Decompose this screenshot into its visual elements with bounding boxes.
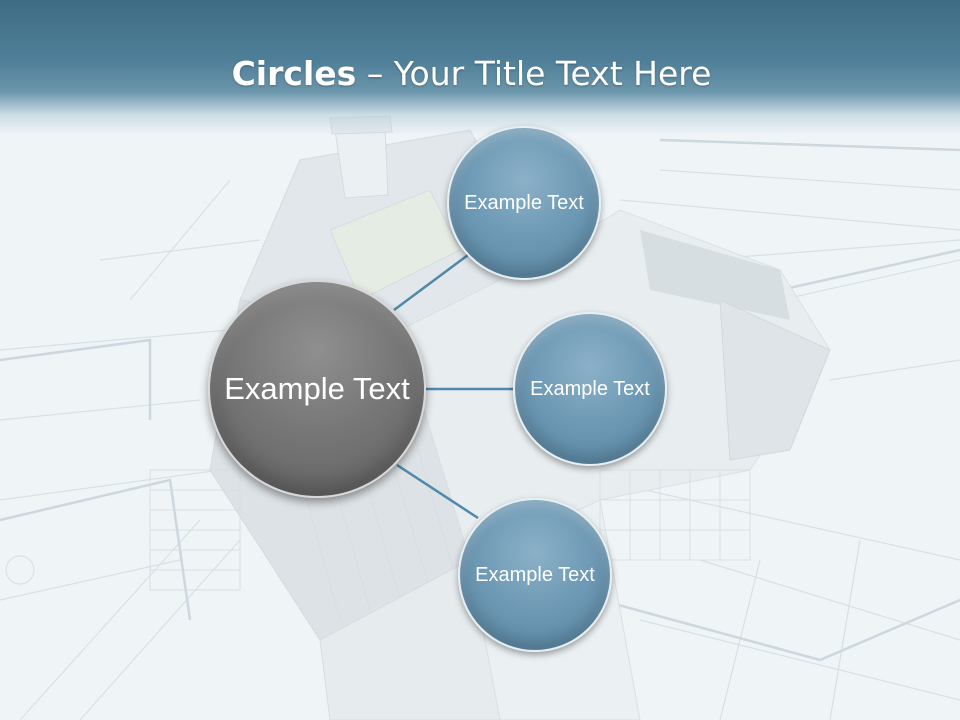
slide-title: Circles – Your Title Text Here (0, 52, 943, 96)
connector-line-1 (393, 253, 469, 312)
hub-circle-label: Example Text (224, 371, 410, 406)
satellite-circle-2[interactable]: Example Text (513, 312, 667, 466)
connector-line-3 (396, 463, 479, 520)
satellite-circle-1-label: Example Text (464, 192, 584, 214)
satellite-circle-3-label: Example Text (475, 564, 595, 586)
title-rest-part: – Your Title Text Here (356, 54, 712, 93)
satellite-circle-2-label: Example Text (530, 378, 650, 400)
satellite-circle-3[interactable]: Example Text (458, 498, 612, 652)
satellite-circle-1[interactable]: Example Text (447, 126, 601, 280)
title-bold-part: Circles (231, 54, 357, 93)
hub-circle[interactable]: Example Text (208, 280, 426, 498)
title-bar (0, 0, 960, 135)
